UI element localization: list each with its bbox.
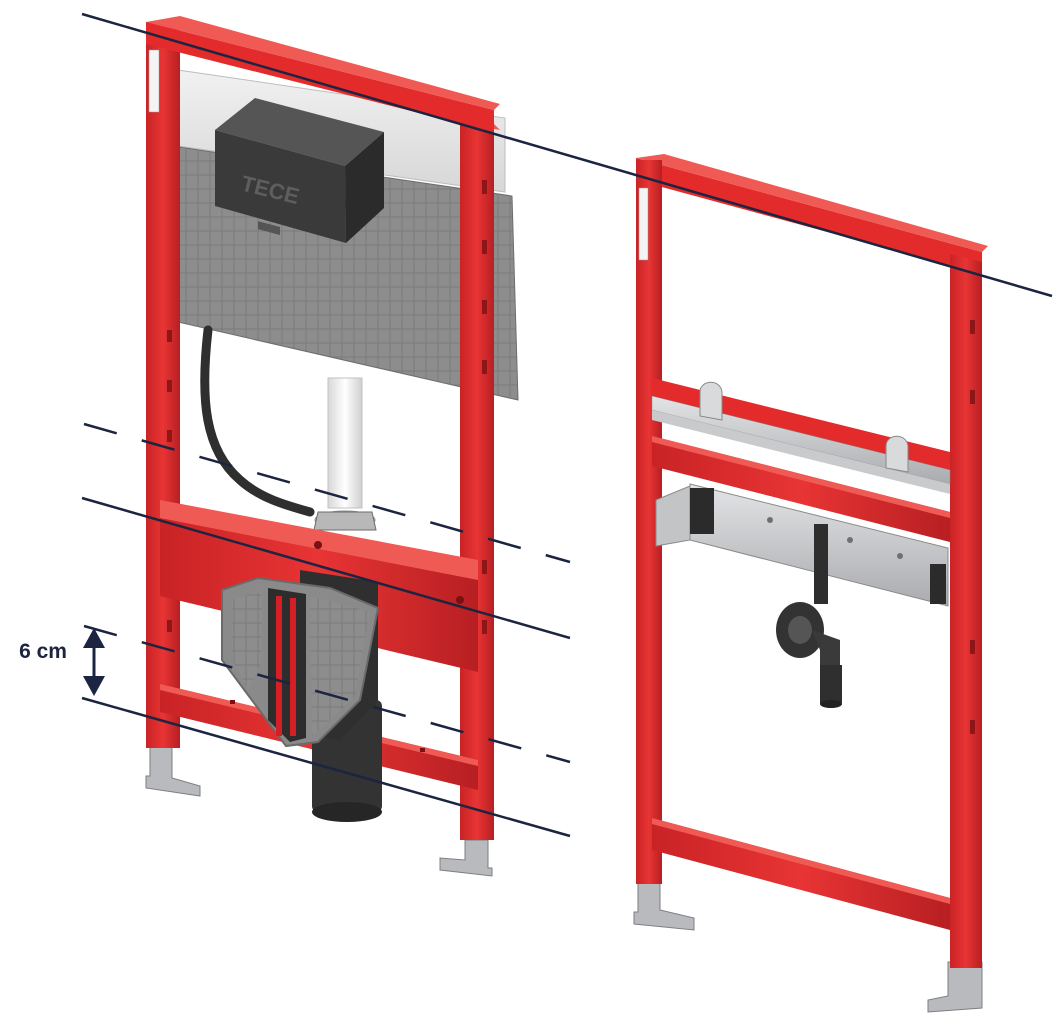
wc-frame-upright-right [460,118,500,840]
wc-frame-top-rail [146,16,500,132]
wc-installation-frame: TECE [145,16,519,877]
upper-dashed-line [83,422,571,564]
supply-hose [200,325,315,517]
top-alignment-line [81,12,1053,298]
basin-frame-foot-left [633,879,695,931]
lower-rail-line [81,696,571,838]
basin-frame-bottom-rail [652,818,950,930]
flush-actuator-box: TECE [215,98,384,243]
wc-connection-template [221,570,380,748]
basin-frame-upright-left [636,160,662,884]
dimension-label: 6 cm [19,640,67,663]
height-dimension-arrow [83,628,105,696]
upper-rail-line [81,496,571,640]
flush-pipe [313,377,377,531]
basin-frame-foot-right [927,961,983,1013]
wc-frame-foot-left [145,744,201,797]
basin-frame-upright-right [950,254,982,968]
lower-dashed-line [83,624,571,764]
wc-frame-foot-right [439,839,493,877]
basin-frame-middle-rail [652,436,950,542]
basin-frame-upper-rail [651,378,951,494]
wc-frame-upright-left [146,22,186,748]
basin-frame-top-rail [636,158,982,274]
pipe-clamp-right [885,435,909,473]
wall-elbow-fitting [776,524,842,708]
washbasin-installation-frame [633,154,988,1013]
pipe-clamp-left [699,381,723,421]
reference-lines [81,12,1053,838]
